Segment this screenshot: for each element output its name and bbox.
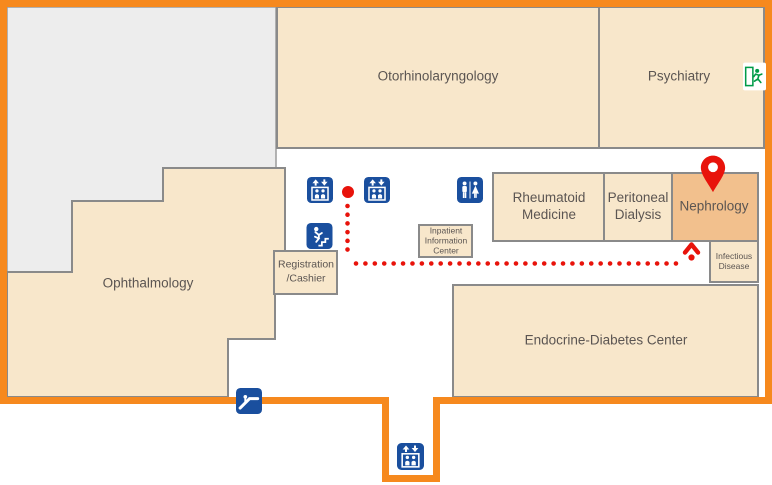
room-label-ophthalmology: Ophthalmology bbox=[102, 275, 194, 291]
elevator-icon bbox=[397, 443, 424, 470]
room-rheumatoid-medicine bbox=[492, 172, 605, 242]
emergency-exit-icon bbox=[743, 62, 766, 91]
destination-pin-icon bbox=[699, 154, 727, 194]
room-endocrine-diabetes-center bbox=[452, 284, 759, 398]
escalator-icon bbox=[236, 388, 262, 414]
room-label-psychiatry: Psychiatry bbox=[647, 68, 711, 84]
label-registration-cashier: Registration /Cashier bbox=[277, 258, 335, 284]
route-arrow-up-icon bbox=[682, 242, 701, 255]
room-infectious-disease bbox=[709, 240, 759, 283]
label-inpatient-information-center: Inpatient Information Center bbox=[424, 225, 468, 257]
room-label-otorhinolaryngology: Otorhinolaryngology bbox=[377, 68, 499, 84]
box-registration-cashier bbox=[273, 250, 338, 295]
elevator-icon bbox=[364, 177, 390, 203]
elevator-icon bbox=[307, 177, 333, 203]
room-label-nephrology: Nephrology bbox=[679, 198, 749, 214]
route-end-dot bbox=[688, 254, 695, 261]
room-label-rheumatoid-medicine: Rheumatoid Medicine bbox=[512, 190, 586, 222]
restroom-icon bbox=[457, 177, 483, 203]
route-start-dot bbox=[342, 186, 354, 198]
stairs-icon bbox=[306, 223, 333, 249]
box-inpatient-information-center bbox=[418, 224, 473, 258]
room-otorhinolaryngology bbox=[276, 6, 600, 149]
room-peritoneal-dialysis bbox=[603, 172, 673, 242]
room-label-peritoneal-dialysis: Peritoneal Dialysis bbox=[607, 190, 669, 222]
room-label-infectious-disease: Infectious Disease bbox=[715, 250, 753, 271]
route-path bbox=[342, 186, 701, 266]
room-label-endocrine-diabetes-center: Endocrine-Diabetes Center bbox=[524, 332, 688, 348]
